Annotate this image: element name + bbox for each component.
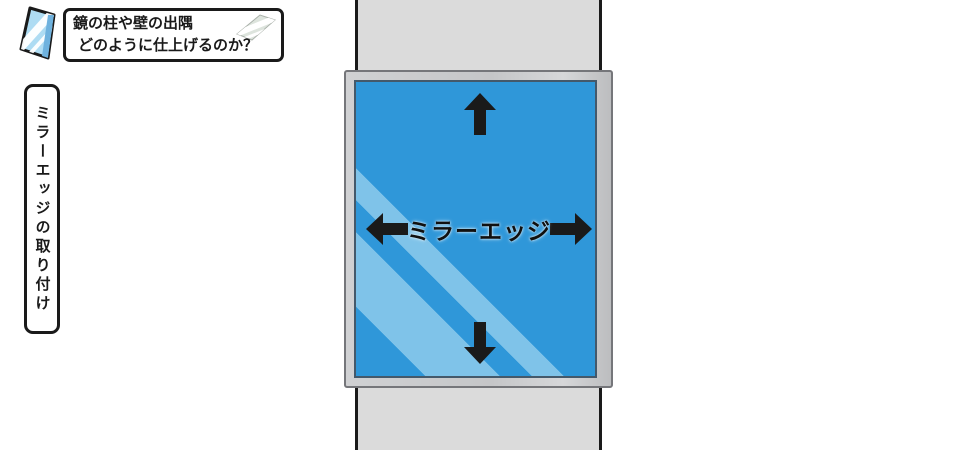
arrow-down-icon <box>464 322 496 364</box>
section-label-box: ミラーエッジの取り付け <box>24 84 60 334</box>
glass-pane-icon <box>13 4 65 62</box>
arrow-right-icon <box>550 213 592 245</box>
section-label: ミラーエッジの取り付け <box>33 104 51 314</box>
mirror-edge-label: ミラーエッジ <box>407 218 551 244</box>
header-badge: 鏡の柱や壁の出隅 どのように仕上げるのか？ <box>63 8 284 62</box>
arrow-up-icon <box>464 93 496 135</box>
arrow-left-icon <box>366 213 408 245</box>
glass-pane-small-icon <box>236 14 276 41</box>
header-title-line1: 鏡の柱や壁の出隅 <box>73 15 194 32</box>
header-title-line2: どのように仕上げるのか？ <box>78 36 259 54</box>
